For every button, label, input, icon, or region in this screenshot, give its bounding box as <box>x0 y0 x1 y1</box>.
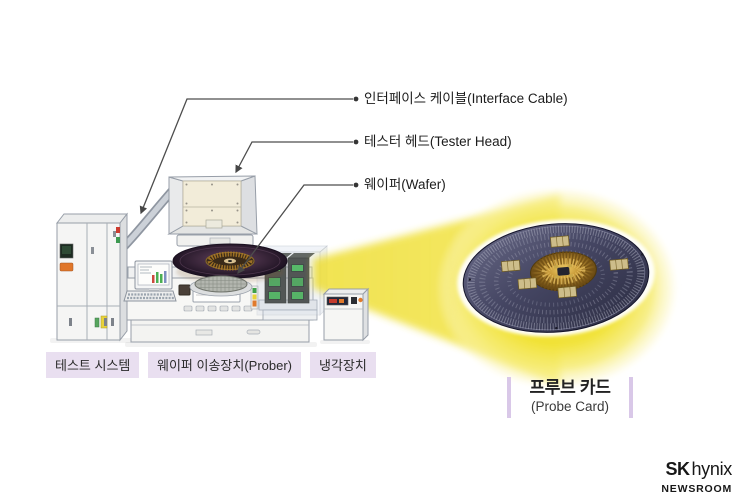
logo-newsroom: NEWSROOM <box>661 483 732 495</box>
caption-right-bar <box>629 377 633 418</box>
callout-lines <box>139 98 353 275</box>
callout-wafer: 웨이퍼(Wafer) <box>364 177 446 192</box>
line-interface-cable <box>139 98 353 215</box>
test-system-cabinet <box>50 212 132 343</box>
tester-head <box>167 175 258 247</box>
equipment-label-prober: 웨이퍼 이송장치(Prober) <box>148 352 302 378</box>
line-wafer <box>237 184 353 275</box>
callout-tester-head: 테스터 헤드(Tester Head) <box>364 134 512 149</box>
probe-card-photo <box>457 219 655 337</box>
equipment-label-cooler: 냉각장치 <box>310 352 376 378</box>
logo-hynix: hynix <box>691 459 732 479</box>
probe-card-title: 프루브 카드 <box>529 378 611 397</box>
equipment-label-test-system: 테스트 시스템 <box>46 352 140 378</box>
probe-card-in-machine <box>172 243 288 283</box>
caption-left-bar <box>507 377 511 418</box>
line-tester-head <box>235 141 353 174</box>
callout-interface-cable: 인터페이스 케이블(Interface Cable) <box>364 91 568 106</box>
cooling-device <box>320 287 370 344</box>
wafer-on-chuck <box>189 275 253 297</box>
callout-bullets <box>353 96 359 188</box>
probe-card-caption: 프루브 카드 (Probe Card) <box>507 377 633 418</box>
logo-sk: SK <box>665 459 690 479</box>
probe-card-subtitle: (Probe Card) <box>530 399 610 414</box>
